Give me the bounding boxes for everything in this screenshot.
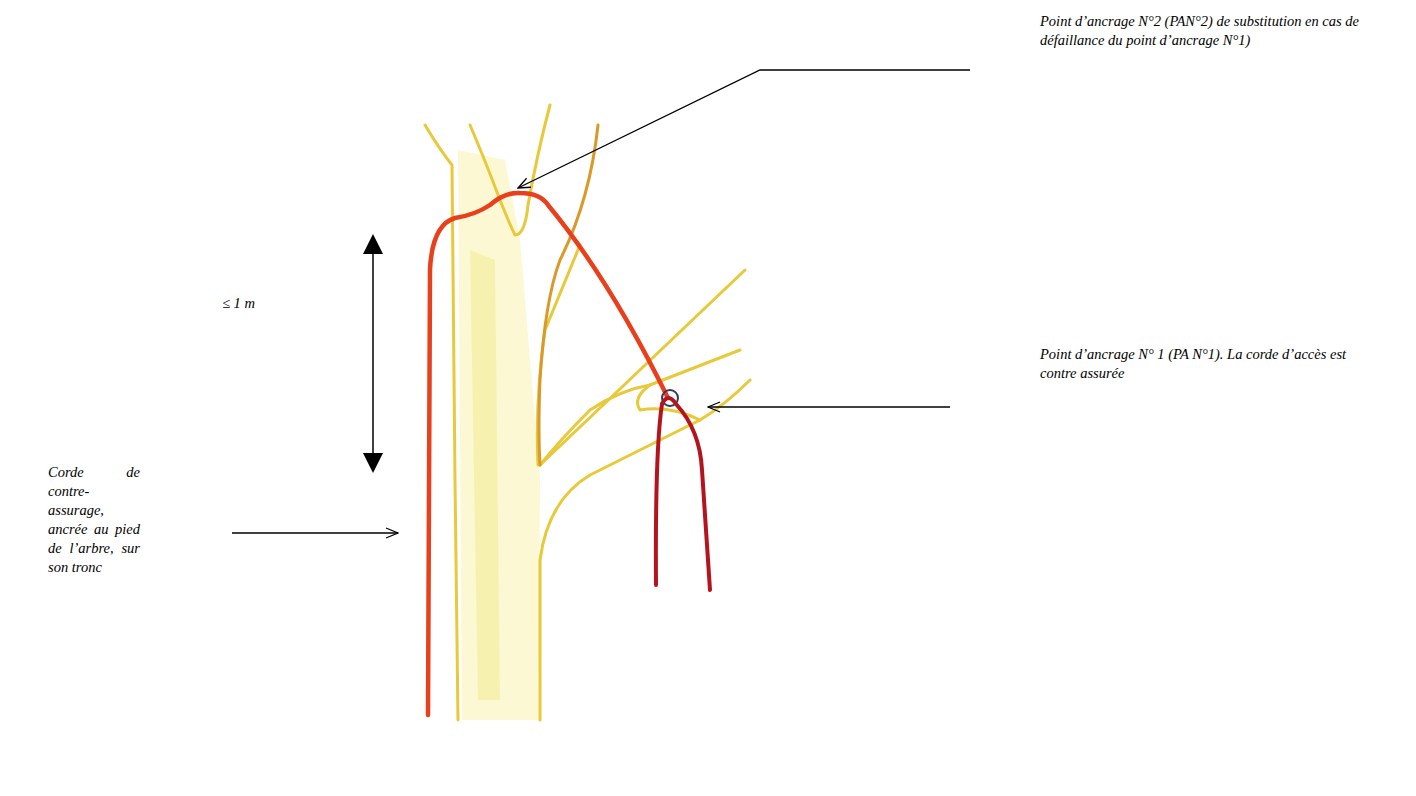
belay-rope-label: Corde de contre-assurage, ancrée au pied… bbox=[48, 463, 140, 577]
anchor-2-label: Point d’ancrage N°2 (PAN°2) de substitut… bbox=[1040, 12, 1385, 50]
dimension-label: ≤ 1 m bbox=[222, 294, 282, 313]
anchor-1-label: Point d’ancrage N° 1 (PA N°1). La corde … bbox=[1040, 345, 1375, 383]
